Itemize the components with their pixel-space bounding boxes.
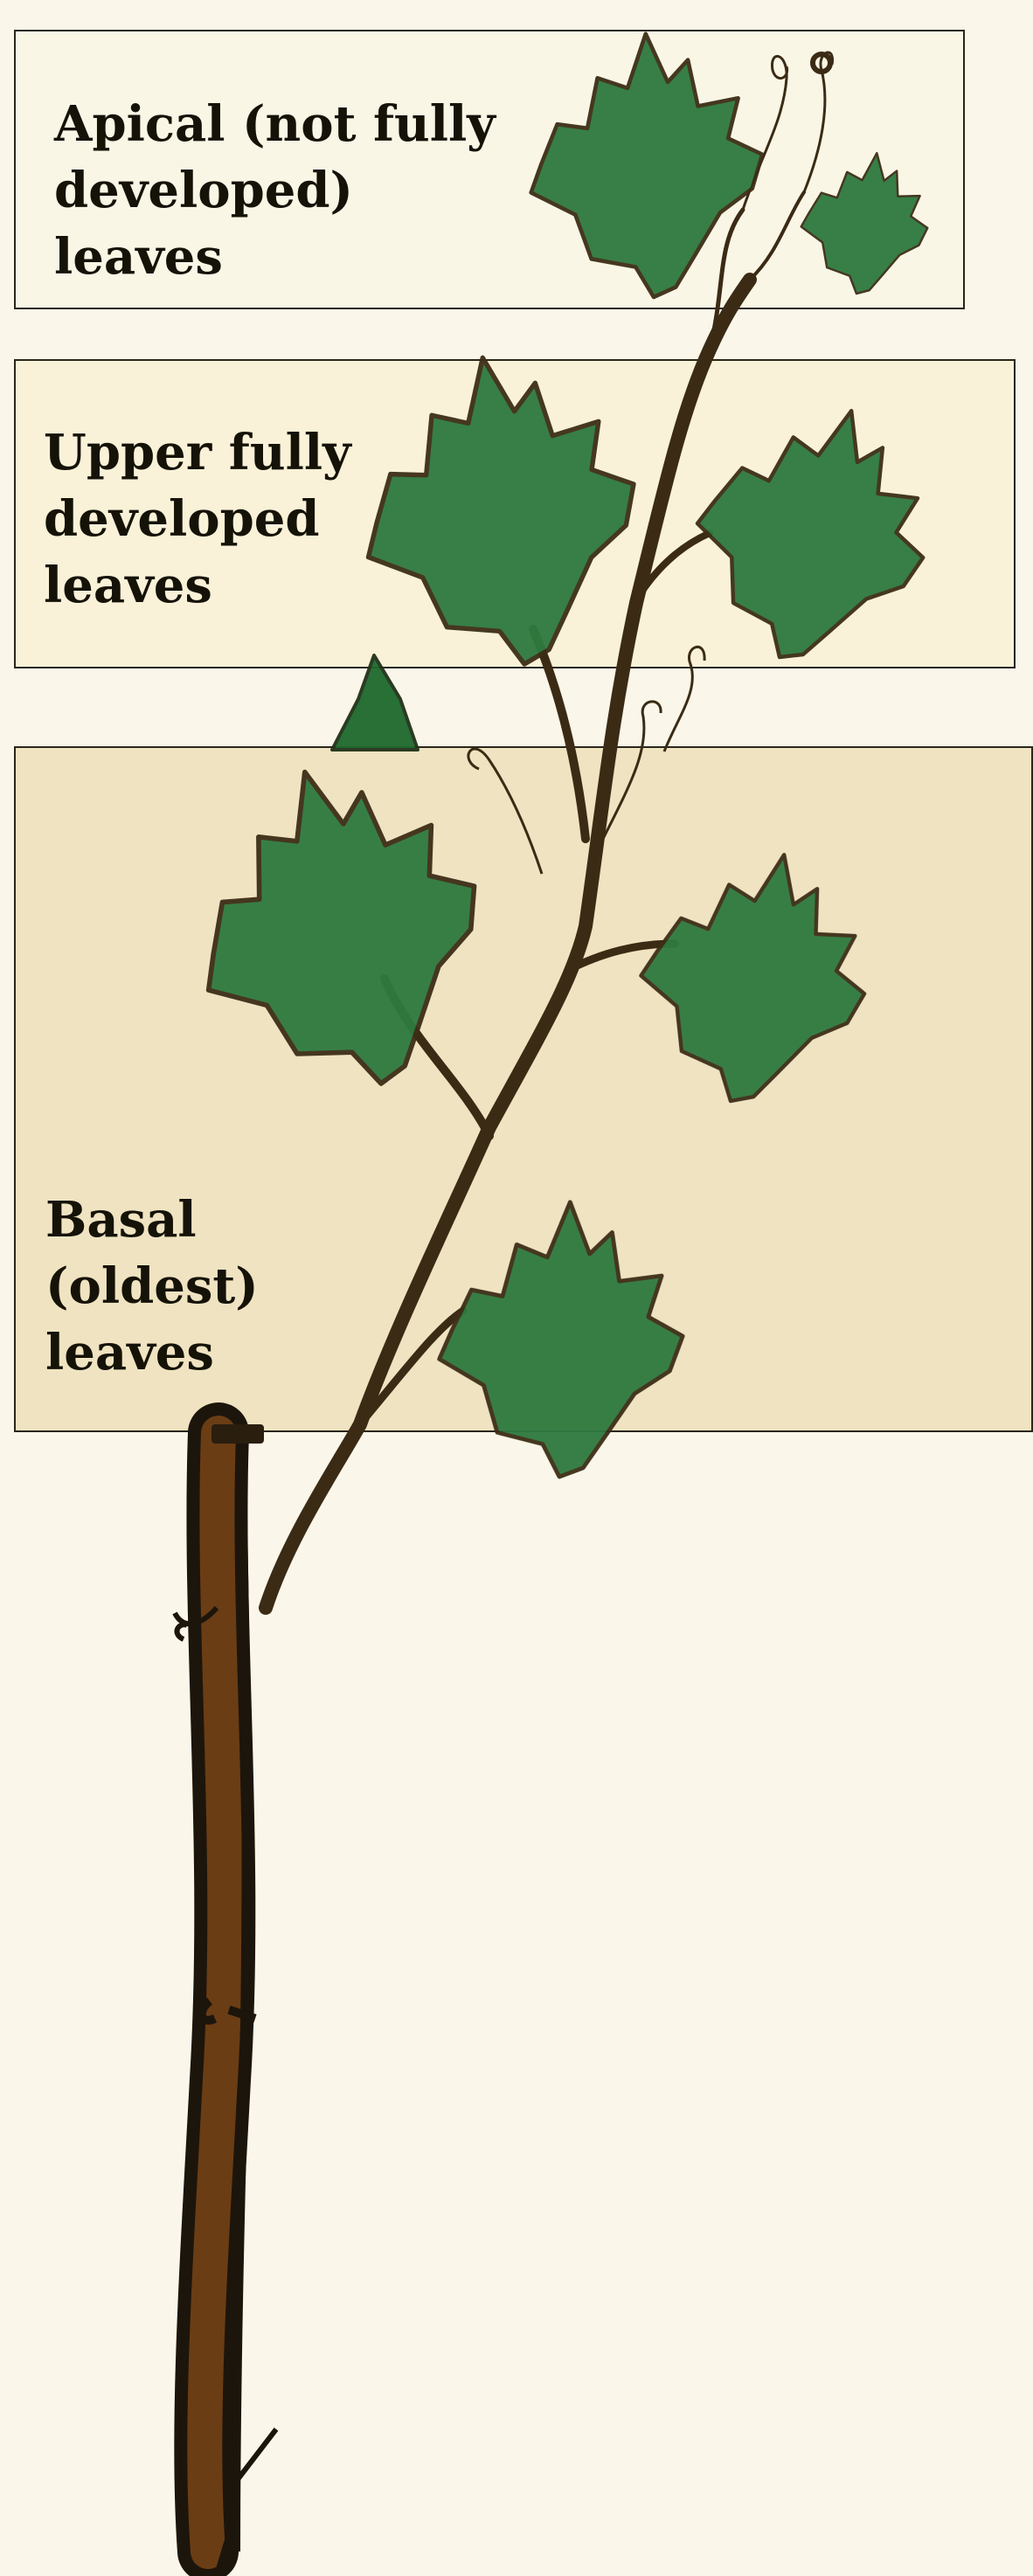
upper-label-line-3: leaves [44,552,351,619]
apical-label-line-2: developed) [54,157,496,224]
basal-label-line-3: leaves [45,1319,259,1386]
upper-label-line-2: developed [44,486,351,552]
basal-leaves-label: Basal (oldest) leaves [45,1187,259,1386]
upper-label-line-1: Upper fully [44,419,351,486]
cane-icon [175,1424,276,2569]
upper-leaves-label: Upper fully developed leaves [44,419,351,619]
apical-leaves-label: Apical (not fully developed) leaves [54,91,496,290]
apical-label-line-1: Apical (not fully [54,91,496,157]
basal-label-line-2: (oldest) [45,1253,259,1319]
apical-label-line-3: leaves [54,224,496,290]
basal-label-line-1: Basal [45,1187,259,1253]
